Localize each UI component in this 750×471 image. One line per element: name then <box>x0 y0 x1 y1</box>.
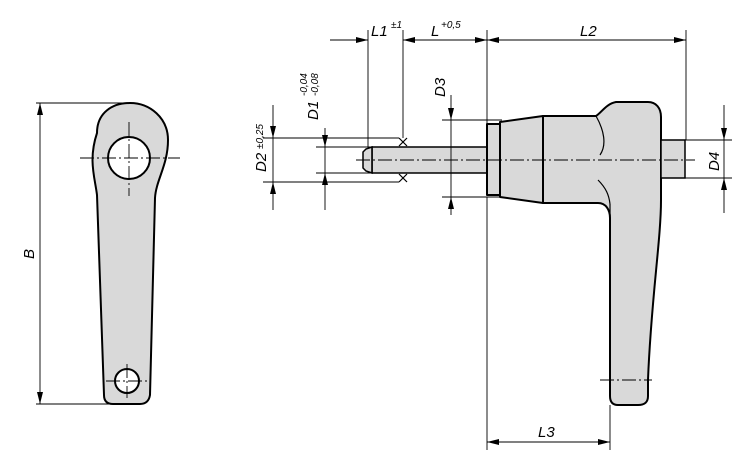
dimension-l2-label: L2 <box>580 23 597 40</box>
lever-contour-top <box>595 115 605 156</box>
dimension-d2: D2 ±0,25 <box>253 105 399 210</box>
handle-front-body <box>91 102 169 405</box>
dimension-b: B <box>21 102 130 405</box>
dimension-d4-label: D4 <box>706 152 723 171</box>
lever-contour-bottom <box>597 179 611 205</box>
lever <box>542 101 662 406</box>
dimension-d1-label: D1 <box>305 101 322 120</box>
dimension-l3-label: L3 <box>538 424 555 441</box>
dimension-d2-tolerance: ±0,25 <box>255 124 266 149</box>
dimension-l1-tolerance: ±1 <box>391 20 402 31</box>
dimension-l1: L1 ±1 <box>330 20 415 147</box>
dimension-l-label: L <box>431 23 439 40</box>
dimension-l2: L2 <box>487 23 687 140</box>
dimension-d1-tolerance-upper: -0,04 <box>299 73 310 96</box>
dimension-l-tolerance: +0,5 <box>441 20 461 31</box>
dimension-d1: D1 -0,04 -0,08 <box>299 73 372 210</box>
handle-side-view <box>356 101 695 406</box>
dimension-b-label: B <box>21 249 38 259</box>
rear-stub <box>660 139 686 179</box>
handle-front-view <box>80 102 180 405</box>
dimension-d2-label: D2 <box>253 152 270 172</box>
dimension-l3: L3 <box>486 197 611 450</box>
dimension-l1-label: L1 <box>371 23 388 40</box>
hub <box>499 115 544 204</box>
dimension-d4: D4 <box>685 105 732 213</box>
dimension-d3-label: D3 <box>432 77 449 97</box>
dimension-d3: D3 <box>432 77 502 215</box>
dimension-l: L +0,5 <box>403 20 488 124</box>
dimension-d1-tolerance-lower: -0,08 <box>310 73 321 96</box>
